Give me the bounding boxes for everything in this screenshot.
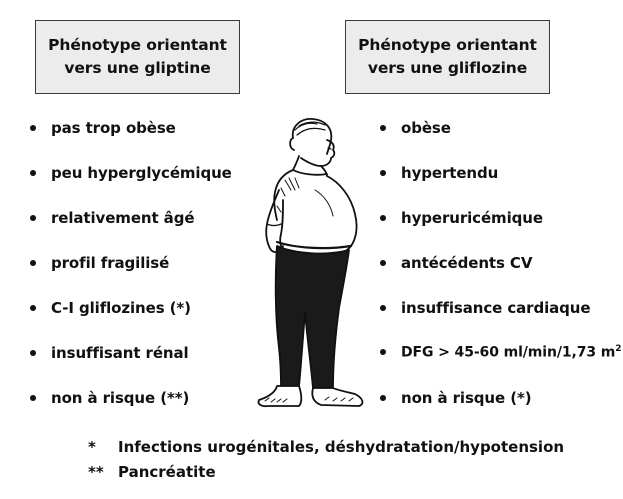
gliflozine-phenotype-box: Phénotype orientant vers une gliflozine	[345, 20, 550, 94]
list-item: C-I gliflozines (*)	[30, 299, 191, 317]
list-item: relativement âgé	[30, 209, 194, 227]
list-item-label: insuffisance cardiaque	[401, 299, 590, 317]
list-item-label: C-I gliflozines (*)	[51, 299, 191, 317]
list-item-label: relativement âgé	[51, 209, 194, 227]
gliptine-phenotype-box: Phénotype orientant vers une gliptine	[35, 20, 240, 94]
gliflozine-box-title-line2: vers une gliflozine	[358, 57, 537, 80]
superscript-exponent: 2	[615, 344, 621, 354]
list-item-label: non à risque (**)	[51, 389, 189, 407]
bullet-icon	[380, 260, 386, 266]
gliptine-box-title-line1: Phénotype orientant	[48, 34, 227, 57]
bullet-icon	[30, 395, 36, 401]
bullet-icon	[30, 350, 36, 356]
bullet-icon	[380, 305, 386, 311]
list-item: non à risque (**)	[30, 389, 189, 407]
bullet-icon	[30, 305, 36, 311]
list-item: hyperuricémique	[380, 209, 543, 227]
bullet-icon	[30, 125, 36, 131]
footnote-mark: *	[88, 438, 118, 456]
list-item-label: non à risque (*)	[401, 389, 531, 407]
bullet-icon	[380, 125, 386, 131]
list-item: antécédents CV	[380, 254, 532, 272]
list-item: pas trop obèse	[30, 119, 176, 137]
list-item: profil fragilisé	[30, 254, 169, 272]
footnote-2: **Pancréatite	[88, 463, 216, 481]
footnote-mark: **	[88, 463, 118, 481]
bullet-icon	[380, 349, 386, 355]
list-item: non à risque (*)	[380, 389, 531, 407]
list-item-label: antécédents CV	[401, 254, 532, 272]
footnote-1: *Infections urogénitales, déshydratation…	[88, 438, 564, 456]
bullet-icon	[380, 215, 386, 221]
overweight-man-illustration	[255, 116, 367, 408]
list-item-label: obèse	[401, 119, 451, 137]
bullet-icon	[30, 260, 36, 266]
list-item-label: peu hyperglycémique	[51, 164, 232, 182]
bullet-icon	[380, 170, 386, 176]
list-item-label: hypertendu	[401, 164, 498, 182]
list-item: hypertendu	[380, 164, 498, 182]
list-item: insuffisant rénal	[30, 344, 189, 362]
bullet-icon	[30, 215, 36, 221]
list-item-label: profil fragilisé	[51, 254, 169, 272]
list-item-label: hyperuricémique	[401, 209, 543, 227]
footnote-text: Pancréatite	[118, 463, 216, 481]
gliptine-box-title-line2: vers une gliptine	[48, 57, 227, 80]
list-item-label: pas trop obèse	[51, 119, 176, 137]
list-item-label: insuffisant rénal	[51, 344, 189, 362]
list-item: insuffisance cardiaque	[380, 299, 590, 317]
list-item: obèse	[380, 119, 451, 137]
list-item: peu hyperglycémique	[30, 164, 232, 182]
bullet-icon	[380, 395, 386, 401]
list-item-label: DFG > 45-60 ml/min/1,73 m	[401, 345, 615, 361]
footnote-text: Infections urogénitales, déshydratation/…	[118, 438, 564, 456]
list-item: DFG > 45-60 ml/min/1,73 m2	[380, 344, 621, 361]
bullet-icon	[30, 170, 36, 176]
gliflozine-box-title-line1: Phénotype orientant	[358, 34, 537, 57]
